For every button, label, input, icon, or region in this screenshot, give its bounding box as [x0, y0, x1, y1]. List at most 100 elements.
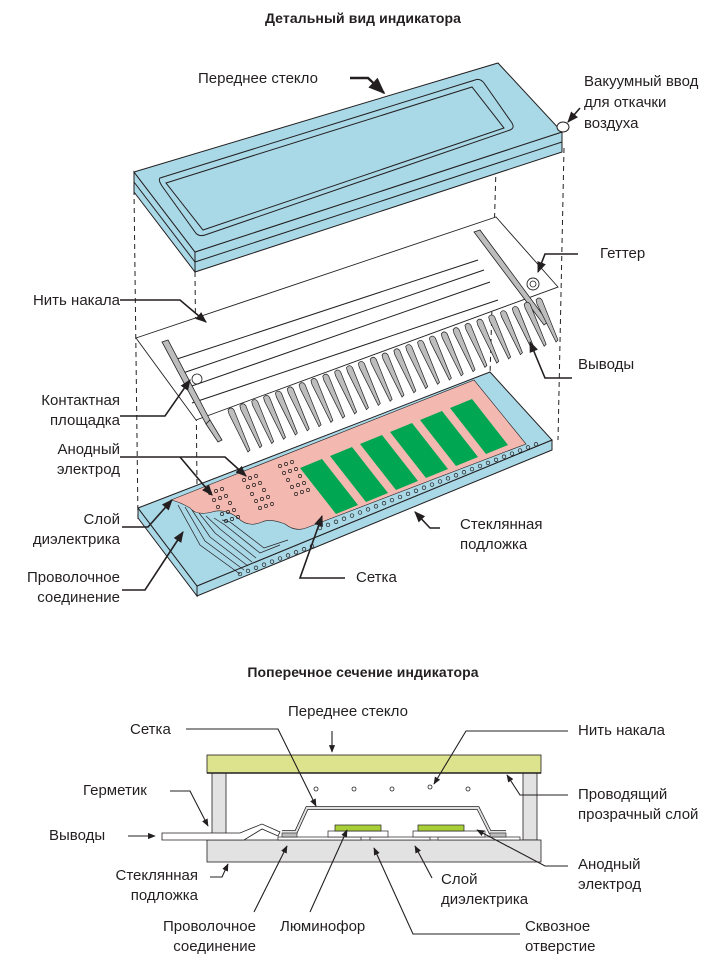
bond-pad [389, 497, 395, 503]
lead-pin [275, 390, 298, 436]
filament-dots [313, 784, 471, 792]
dot [262, 488, 266, 492]
bond-pad [373, 504, 379, 509]
lead-pin [239, 403, 263, 449]
dot [294, 492, 298, 496]
bond-pad [509, 451, 515, 456]
bond-pad [365, 507, 371, 512]
bond-pad [445, 476, 451, 481]
dot [230, 517, 234, 521]
bond-pad [413, 488, 419, 493]
lead-pin [298, 382, 322, 428]
lead-pin [535, 297, 559, 343]
cs-label-anode-2: электрод [578, 876, 642, 893]
bond-pad [421, 485, 427, 490]
exploded-leaders [120, 76, 581, 591]
cs-label-wire-bond-1: Проволочное [163, 918, 256, 935]
bond-pad [397, 494, 403, 500]
dot [242, 478, 246, 482]
phosphor-segment [330, 447, 388, 502]
label-contact-pad-1: Контактная [41, 392, 120, 409]
label-glass-substrate-1: Стеклянная [460, 516, 543, 533]
bond-pad [333, 519, 339, 524]
label-grid: Сетка [356, 569, 397, 586]
getter-ring [526, 277, 540, 291]
bond-pad [285, 553, 291, 558]
label-glass-substrate-2: подложка [460, 536, 528, 553]
phosphor-segment [420, 411, 478, 466]
dot [236, 515, 240, 519]
label-anode-1: Анодный [57, 441, 121, 458]
dot [284, 462, 288, 466]
dot [228, 501, 232, 505]
lead-pin [417, 339, 440, 385]
dot [282, 471, 286, 475]
dot [214, 489, 218, 493]
dot [254, 474, 258, 478]
sealant-left [211, 772, 227, 841]
cs-label-front-glass: Переднее стекло [288, 703, 408, 720]
dot [266, 495, 270, 499]
label-leads: Выводы [578, 356, 635, 373]
bond-pad [517, 448, 523, 453]
label-getter: Геттер [600, 245, 646, 262]
cs-label-sealant: Герметик [83, 782, 147, 799]
lead-pin [440, 331, 464, 377]
lead-pin [357, 361, 381, 407]
phosphor-segment [390, 423, 448, 478]
dot [224, 494, 228, 498]
lead-pins [227, 297, 559, 453]
bond-pad [469, 466, 475, 472]
dot [290, 485, 294, 489]
sealant-right [522, 772, 538, 841]
label-wire-bond-1: Проволочное [27, 569, 120, 586]
lead-pin [334, 369, 358, 415]
label-wire-bond-2: соединение [37, 589, 120, 606]
dot [220, 487, 224, 491]
cs-label-filament: Нить накала [578, 722, 666, 739]
dot [306, 488, 310, 492]
filament-frame [135, 216, 559, 453]
dot [278, 464, 282, 468]
cross-section-diagram [161, 754, 542, 863]
dot [250, 492, 254, 496]
dot [298, 474, 302, 478]
lead-pin [322, 373, 346, 419]
dot [254, 499, 258, 503]
lead-section [161, 823, 281, 841]
cs-label-phosphor: Люминофор [280, 918, 366, 935]
bond-pad [461, 470, 467, 475]
bond-pad [269, 559, 275, 564]
lead-pin [488, 314, 512, 360]
bond-pad [533, 442, 539, 447]
dot [258, 506, 262, 510]
bond-pad [405, 491, 411, 497]
cs-label-glass-substrate-2: подложка [130, 887, 198, 904]
lead-pin [286, 386, 310, 432]
dot [218, 496, 222, 500]
label-vacuum-port-1: Вакуумный ввод [584, 73, 699, 90]
glass-substrate-part [137, 371, 553, 598]
bond-pad [237, 571, 243, 577]
lead-pin [500, 310, 523, 356]
lead-pin [369, 356, 393, 402]
dot [248, 476, 252, 480]
bond-pad [501, 454, 507, 459]
label-filament: Нить накала [32, 292, 120, 309]
cross-section-leaders [128, 728, 568, 935]
phosphor-segments [300, 399, 508, 514]
dot [294, 467, 298, 471]
label-front-glass: Переднее стекло [198, 70, 318, 87]
dot-matrix [208, 460, 310, 523]
bond-pad [277, 556, 283, 561]
lead-pin [405, 344, 429, 390]
cs-label-wire-bond-2: соединение [173, 938, 256, 955]
dot [212, 498, 216, 502]
cross-section-title: Поперечное сечение индикатора [247, 664, 479, 680]
dot [252, 483, 256, 487]
cs-label-grid: Сетка [130, 721, 171, 738]
bond-pad [477, 463, 483, 469]
label-contact-pad-2: площадка [49, 412, 120, 429]
lead-pin [452, 327, 476, 373]
